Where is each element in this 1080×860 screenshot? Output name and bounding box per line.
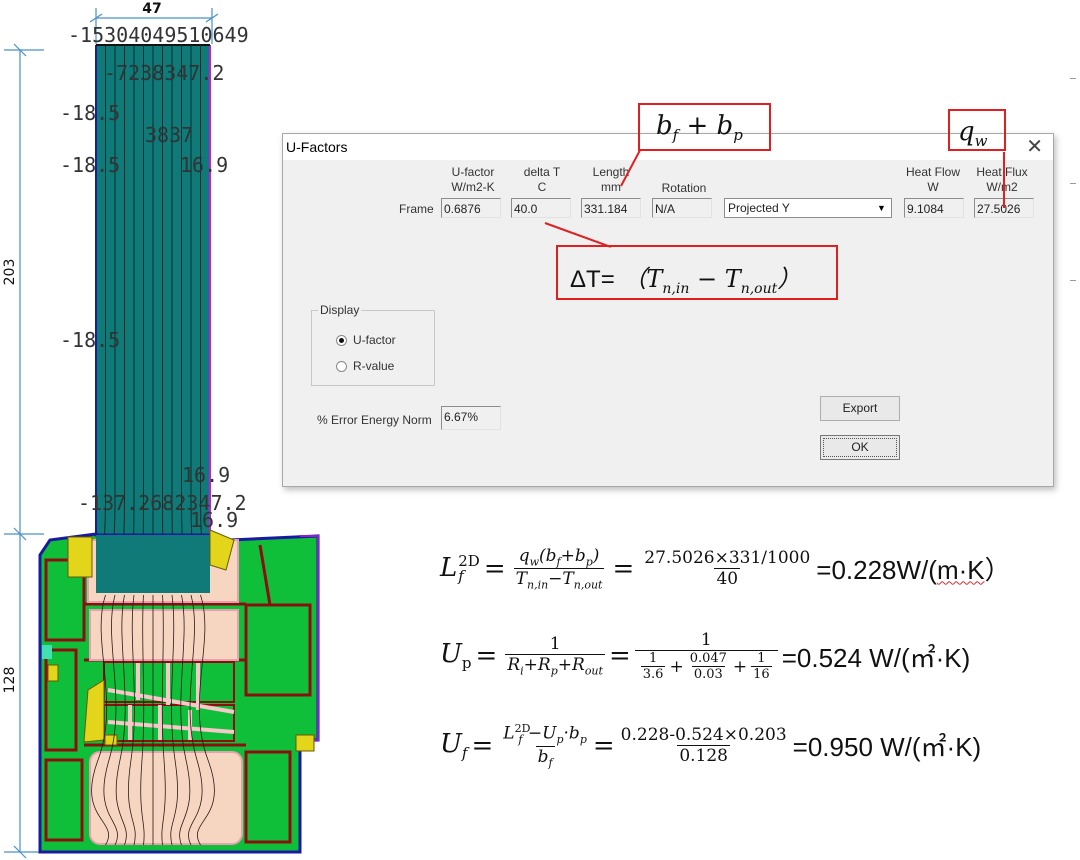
annotation-deltat-box: ΔT= （Tn,in − Tn,out） (556, 245, 838, 300)
formula-up-fraction: 1 Ri+Rp+Rout (505, 634, 605, 678)
isotherm-line (188, 594, 203, 846)
dialog-titlebar[interactable]: U-Factors ✕ (283, 134, 1053, 160)
annotation-flux-leader (1003, 152, 1005, 208)
isotherm-line (91, 594, 109, 846)
formula-uf-lhs: Uf (440, 729, 468, 763)
annotation-length-text: bf + bp (656, 111, 743, 145)
page-edge-tick (1070, 78, 1076, 79)
delta-t-field[interactable]: 40.0 (511, 198, 571, 218)
rvalue-radio-label[interactable]: R-value (353, 359, 395, 373)
formula-lf2d-fraction: qw(bf+bp) Tn,in−Tn,out (513, 546, 605, 592)
page-edge-tick (1070, 280, 1076, 281)
formula-uf: Uf = L2Df −Up·bp bf = 0.228-0.524×0.203 … (440, 722, 982, 770)
heat-flux-field[interactable]: 27.5026 (974, 198, 1034, 218)
column-header-heat-flux: Heat Flux W/m2 (976, 165, 1028, 194)
ok-button[interactable]: OK (820, 435, 900, 460)
ufactor-radio-label[interactable]: U-factor (353, 333, 396, 347)
projection-select[interactable]: Projected Y ▼ (724, 198, 892, 218)
display-groupbox: Display U-factor R-value (311, 303, 435, 386)
glass-height-dimension-label: 203 (2, 259, 18, 286)
frame-height-dimension-label: 128 (2, 667, 18, 694)
page-edge-tick (1070, 183, 1076, 184)
annotation-flux-text: qw (958, 117, 988, 151)
dialog-title: U-Factors (286, 139, 348, 155)
isotherm-label: -7238347.2 (104, 61, 224, 85)
rvalue-radio[interactable] (336, 361, 347, 372)
u-factors-dialog: U-Factors ✕ U-factor W/m2-K delta T C Le… (282, 133, 1054, 487)
isotherm-label: -18.5 (60, 101, 120, 125)
isotherm-line (128, 594, 136, 846)
isotherm-line (140, 594, 145, 846)
annotation-length-box: bf + bp (638, 103, 771, 151)
therm-cross-section: 47 203 128 (2, 1, 320, 859)
rotation-field[interactable]: N/A (652, 198, 712, 218)
length-field[interactable]: 331.184 (581, 198, 641, 218)
isotherm-labels: -15304049510649 -7238347.2 -18.5 3837 -1… (60, 23, 249, 532)
isotherm-label: -18.5 (60, 328, 120, 352)
isotherm-label: -18.5 (60, 153, 120, 177)
window-frame (38, 529, 320, 854)
isotherm-line (170, 594, 178, 846)
display-groupbox-legend: Display (318, 303, 362, 317)
dimension-lines (4, 8, 219, 859)
isotherm-line (179, 594, 191, 846)
formula-up-lhs: Up (440, 639, 472, 673)
export-button[interactable]: Export (820, 396, 900, 421)
projection-select-value: Projected Y (728, 201, 790, 215)
column-header-rotation: Rotation (661, 181, 707, 195)
ufactor-radio[interactable] (336, 335, 347, 346)
isotherm-label: 16.9 (182, 463, 230, 487)
error-energy-norm-field[interactable]: 6.67% (441, 406, 501, 430)
isotherm-label: 16.9 (180, 153, 228, 177)
frame-row-label: Frame (399, 202, 434, 216)
isotherm-line (161, 594, 166, 846)
ufactor-field[interactable]: 0.6876 (441, 198, 501, 218)
isotherm-label: -15304049510649 (68, 23, 249, 47)
isotherm-line (115, 594, 127, 846)
isotherm-label: -137.2682347.2 (78, 491, 247, 515)
width-dimension-label: 47 (142, 1, 161, 17)
column-header-heat-flow: Heat Flow W (905, 165, 961, 194)
formula-uf-fraction: L2Df −Up·bp bf (503, 722, 587, 770)
error-energy-norm-label: % Error Energy Norm (317, 413, 432, 427)
formula-uf-result: =0.950 W/(㎡·K) (792, 732, 982, 763)
column-header-deltat: delta T C (523, 165, 561, 194)
formula-up-result: =0.524 W/(㎡·K) (781, 642, 971, 673)
isotherm-line (197, 594, 215, 846)
formula-lf2d-calc: 27.5026×331/1000 40 (644, 548, 811, 590)
formula-uf-calc: 0.228-0.524×0.203 0.128 (620, 725, 787, 767)
isotherm-label: 3837 (145, 123, 193, 147)
formula-lf2d-result: =0.228W/(m·K） (816, 555, 1011, 586)
isotherm-label: 16.9 (190, 508, 238, 532)
close-x-icon[interactable]: ✕ (1026, 136, 1043, 158)
heat-flow-field[interactable]: 9.1084 (904, 198, 964, 218)
chevron-down-icon[interactable]: ▼ (877, 203, 886, 213)
annotation-deltat-text: （Tn,in − Tn,out） (622, 265, 802, 297)
isotherm-line (103, 594, 118, 846)
column-header-ufactor: U-factor W/m2-K (451, 165, 495, 194)
annotation-flux-box: qw (948, 109, 1006, 151)
column-header-length: Length mm (592, 165, 630, 194)
annotation-deltat-prefix: ΔT= (570, 266, 615, 293)
